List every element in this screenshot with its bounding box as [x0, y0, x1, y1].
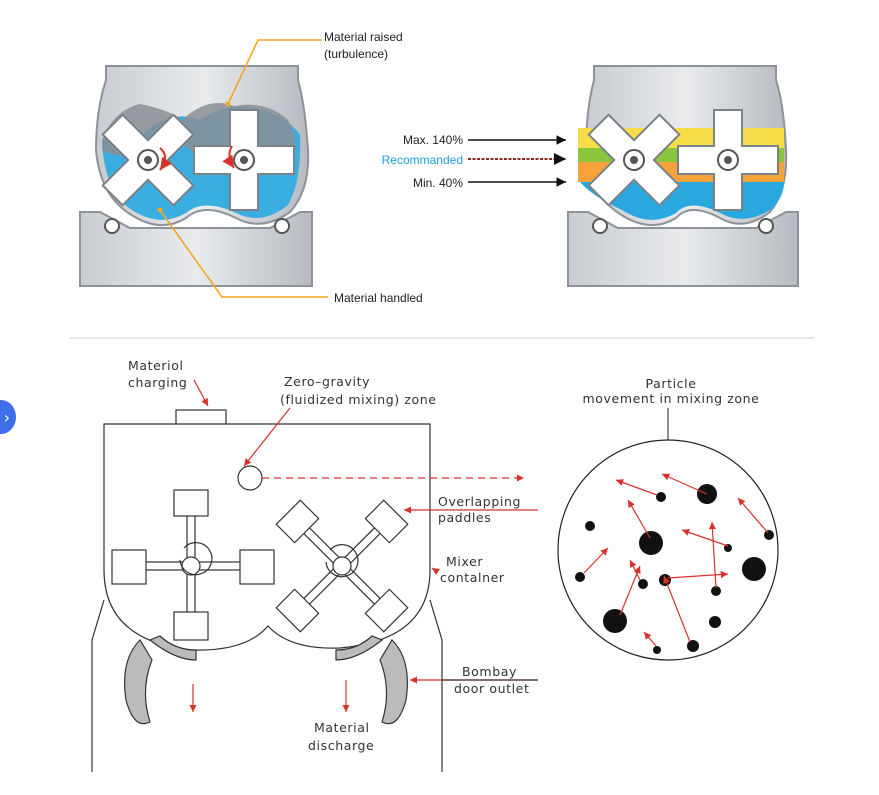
bombay-door-left: [124, 635, 197, 725]
label-material-handled: Material handled: [334, 291, 423, 305]
label-max: Max. 140%: [403, 133, 463, 147]
label-particle-movement-2: movement in mixing zone: [583, 391, 760, 406]
label-material-discharge-1: Material: [314, 720, 370, 735]
next-slide-button[interactable]: ›: [0, 400, 16, 434]
label-recommended: Recommanded: [382, 153, 463, 167]
label-overlapping-paddles-2: paddles: [438, 510, 491, 525]
paddle-cross-left: [111, 489, 275, 641]
mixer-fill-levels-illustration: [468, 65, 799, 287]
label-material-charging-2: charging: [128, 375, 187, 390]
left-paddle-shaft-2: [193, 109, 295, 211]
mixer-turbulence-illustration: [79, 39, 328, 298]
label-bombay-door-1: Bombay: [462, 664, 517, 679]
label-min: Min. 40%: [413, 176, 463, 190]
right-paddle-shaft-2: [677, 109, 779, 211]
label-bombay-door-2: door outlet: [454, 681, 529, 696]
particle-movement-circle: [557, 408, 779, 661]
label-mixer-container-2: contalner: [440, 570, 505, 585]
right-paddle-shaft-1: [587, 113, 681, 207]
paddle-cross-right: [275, 499, 409, 633]
bombay-door-right: [335, 635, 408, 725]
label-overlapping-paddles-1: Overlapping: [438, 494, 521, 509]
label-zero-gravity-1: Zero–gravity: [284, 374, 370, 389]
label-zero-gravity-2: (fluidized mixing) zone: [280, 392, 437, 407]
mixer-technical-drawing: [91, 409, 443, 772]
label-material-raised-2: (turbulence): [324, 47, 388, 61]
chevron-right-icon: ›: [3, 407, 10, 427]
mixer-container-outline: [103, 423, 431, 651]
label-particle-movement-1: Particle: [646, 376, 697, 391]
label-mixer-container-1: Mixer: [446, 554, 483, 569]
label-material-raised-1: Material raised: [324, 30, 403, 44]
label-material-charging-1: Materiol: [128, 358, 184, 373]
label-material-discharge-2: discharge: [308, 738, 374, 753]
left-paddle-shaft-1: [101, 113, 195, 207]
